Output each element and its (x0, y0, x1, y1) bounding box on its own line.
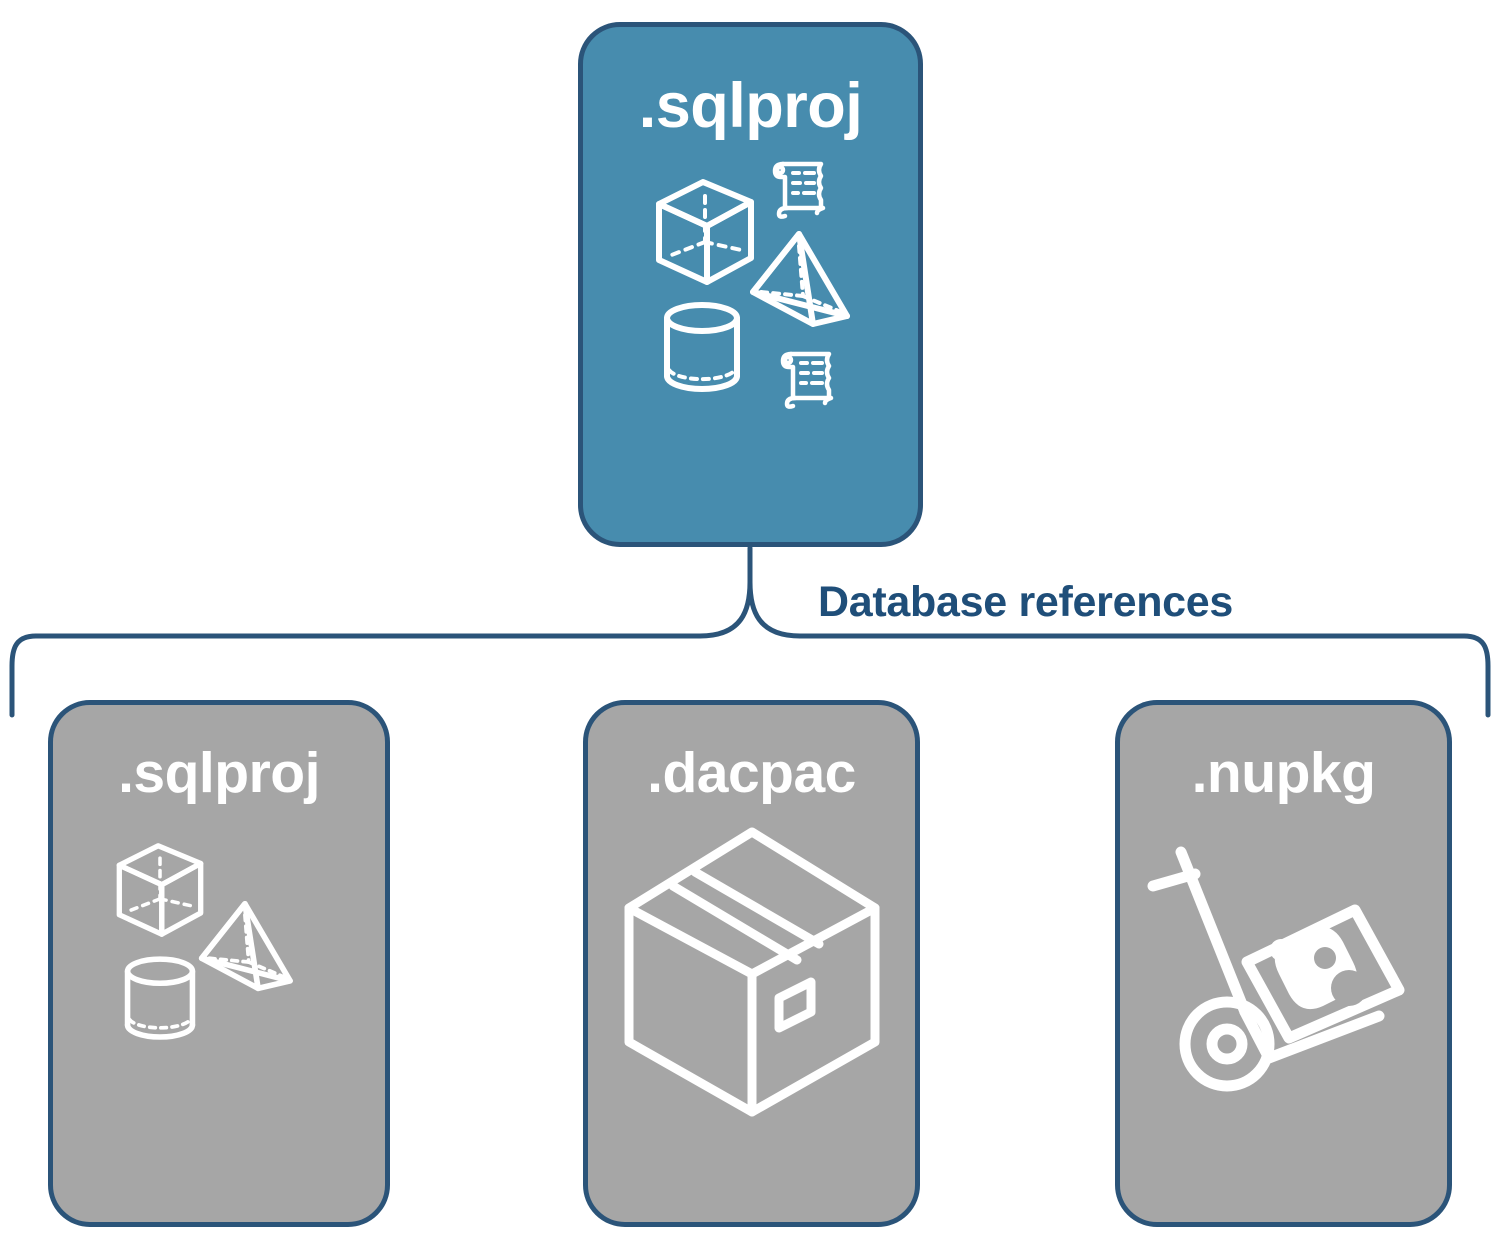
package-box-icon (624, 827, 879, 1117)
pyramid-icon (198, 900, 293, 992)
cube-icon (655, 179, 754, 285)
reference-sqlproj-icon-group (114, 843, 324, 1054)
scroll-icon (780, 351, 833, 409)
cylinder-icon (124, 956, 196, 1040)
reference-nupkg-icon-group (1147, 838, 1419, 1098)
cube-icon (116, 843, 204, 937)
primary-icon-group (651, 152, 851, 422)
reference-dacpac-icon-group (607, 820, 897, 1120)
pyramid-icon (749, 231, 850, 327)
reference-sqlproj-card[interactable]: .sqlproj (48, 700, 390, 1227)
primary-sqlproj-label: .sqlproj (638, 71, 863, 141)
primary-sqlproj-card[interactable]: .sqlproj (578, 22, 923, 547)
cylinder-icon (663, 302, 740, 392)
reference-sqlproj-label: .sqlproj (118, 741, 320, 805)
reference-nupkg-card[interactable]: .nupkg (1115, 700, 1452, 1227)
reference-nupkg-label: .nupkg (1191, 741, 1376, 805)
reference-dacpac-card[interactable]: .dacpac (583, 700, 920, 1227)
database-references-label: Database references (818, 578, 1233, 626)
reference-dacpac-label: .dacpac (647, 741, 856, 805)
hand-truck-icon (1147, 846, 1404, 1092)
scroll-icon (772, 161, 825, 219)
